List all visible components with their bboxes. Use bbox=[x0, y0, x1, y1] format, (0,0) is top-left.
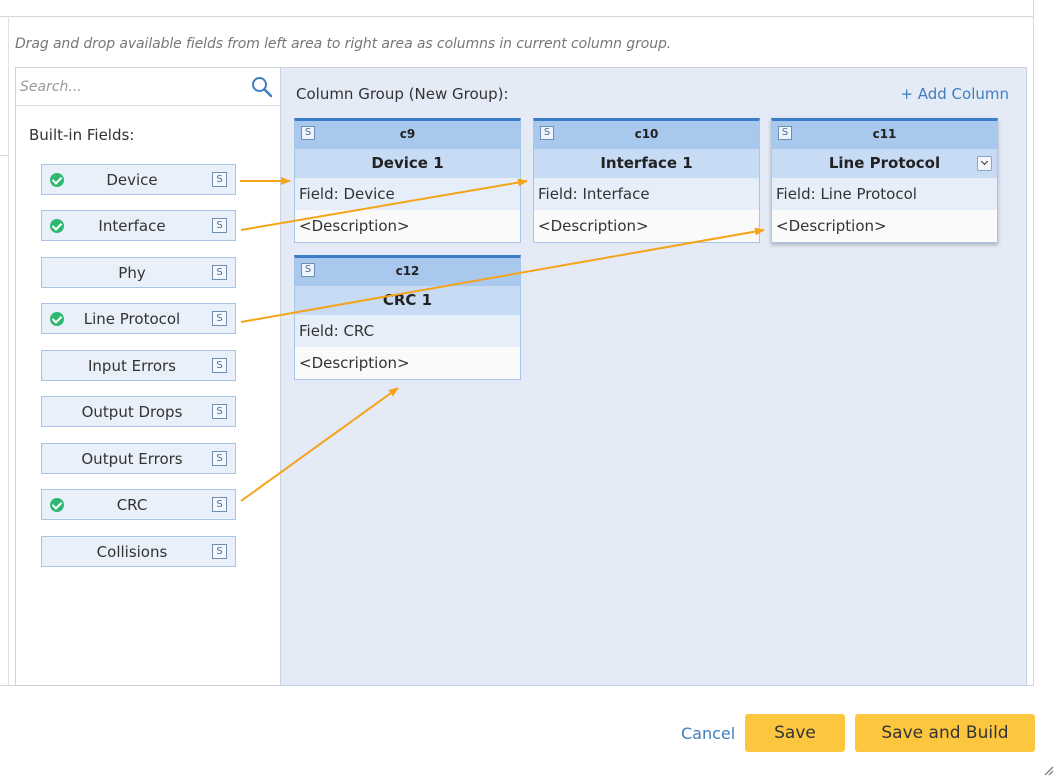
column-name[interactable]: Line Protocol bbox=[828, 154, 941, 172]
column-name-row: Interface 1 bbox=[534, 149, 759, 178]
string-type-icon: S bbox=[212, 172, 227, 187]
string-type-icon: S bbox=[212, 311, 227, 326]
column-description[interactable]: <Description> bbox=[299, 354, 410, 372]
search-box bbox=[16, 68, 280, 106]
string-type-icon: S bbox=[212, 358, 227, 373]
column-group-title: Column Group (New Group): bbox=[296, 85, 509, 103]
builtin-fields-title: Built-in Fields: bbox=[29, 126, 135, 144]
column-card-c9[interactable]: S c9 Device 1 Field: Device <Description… bbox=[294, 118, 521, 243]
string-type-icon: S bbox=[540, 126, 554, 140]
field-item-output-drops[interactable]: Output Drops S bbox=[41, 396, 236, 427]
field-label: Output Drops bbox=[81, 403, 183, 421]
frame-divider-left bbox=[8, 16, 9, 686]
field-label: Output Errors bbox=[81, 450, 183, 468]
column-description-row: <Description> bbox=[295, 347, 520, 379]
string-type-icon: S bbox=[212, 544, 227, 559]
column-field-row: Field: Device bbox=[295, 178, 520, 210]
column-header[interactable]: S c12 bbox=[295, 258, 520, 286]
frame-divider-stub bbox=[0, 155, 9, 156]
string-type-icon: S bbox=[212, 218, 227, 233]
string-type-icon: S bbox=[212, 265, 227, 280]
check-icon bbox=[50, 219, 64, 233]
field-label: CRC bbox=[116, 496, 148, 514]
column-description-row: <Description> bbox=[534, 210, 759, 242]
resize-grip-icon[interactable] bbox=[1042, 764, 1054, 776]
field-label: Collisions bbox=[96, 543, 168, 561]
field-item-output-errors[interactable]: Output Errors S bbox=[41, 443, 236, 474]
column-field-row: Field: Interface bbox=[534, 178, 759, 210]
column-field-row: Field: Line Protocol bbox=[772, 178, 997, 210]
field-label: Input Errors bbox=[88, 357, 176, 375]
column-header[interactable]: S c10 bbox=[534, 121, 759, 149]
check-icon bbox=[50, 173, 64, 187]
string-type-icon: S bbox=[778, 126, 792, 140]
check-icon bbox=[50, 498, 64, 512]
column-group-panel: Column Group (New Group): + Add Column S… bbox=[281, 67, 1027, 686]
field-item-interface[interactable]: Interface S bbox=[41, 210, 236, 241]
column-header[interactable]: S c9 bbox=[295, 121, 520, 149]
frame-divider-right bbox=[1033, 0, 1034, 686]
search-icon[interactable] bbox=[250, 75, 274, 99]
field-item-collisions[interactable]: Collisions S bbox=[41, 536, 236, 567]
frame-divider-top bbox=[0, 16, 1034, 17]
save-button[interactable]: Save bbox=[745, 714, 845, 752]
column-name[interactable]: CRC 1 bbox=[382, 291, 433, 309]
field-item-line-protocol[interactable]: Line Protocol S bbox=[41, 303, 236, 334]
column-name-row: Line Protocol bbox=[772, 149, 997, 178]
string-type-icon: S bbox=[212, 497, 227, 512]
column-card-c10[interactable]: S c10 Interface 1 Field: Interface <Desc… bbox=[533, 118, 760, 243]
column-field: Field: CRC bbox=[299, 322, 375, 340]
search-input[interactable] bbox=[20, 74, 240, 100]
column-description[interactable]: <Description> bbox=[538, 217, 649, 235]
add-column-link[interactable]: + Add Column bbox=[900, 85, 1009, 103]
field-item-phy[interactable]: Phy S bbox=[41, 257, 236, 288]
column-id: c9 bbox=[399, 127, 416, 141]
column-id: c11 bbox=[872, 127, 897, 141]
string-type-icon: S bbox=[301, 126, 315, 140]
column-id: c10 bbox=[634, 127, 659, 141]
field-label: Device bbox=[106, 171, 158, 189]
column-id: c12 bbox=[395, 264, 420, 278]
column-name[interactable]: Device 1 bbox=[371, 154, 444, 172]
column-description[interactable]: <Description> bbox=[299, 217, 410, 235]
field-item-device[interactable]: Device S bbox=[41, 164, 236, 195]
chevron-down-icon[interactable] bbox=[977, 156, 992, 171]
field-item-input-errors[interactable]: Input Errors S bbox=[41, 350, 236, 381]
string-type-icon: S bbox=[212, 451, 227, 466]
field-item-crc[interactable]: CRC S bbox=[41, 489, 236, 520]
column-field-row: Field: CRC bbox=[295, 315, 520, 347]
column-name[interactable]: Interface 1 bbox=[600, 154, 693, 172]
column-name-row: CRC 1 bbox=[295, 286, 520, 315]
check-icon bbox=[50, 312, 64, 326]
column-card-c12[interactable]: S c12 CRC 1 Field: CRC <Description> bbox=[294, 255, 521, 380]
column-description-row: <Description> bbox=[772, 210, 997, 242]
column-name-row: Device 1 bbox=[295, 149, 520, 178]
column-field: Field: Interface bbox=[538, 185, 650, 203]
column-field: Field: Line Protocol bbox=[776, 185, 917, 203]
column-card-c11[interactable]: S c11 Line Protocol Field: Line Protocol… bbox=[771, 118, 998, 243]
field-label: Interface bbox=[98, 217, 166, 235]
field-label: Line Protocol bbox=[83, 310, 181, 328]
save-and-build-button[interactable]: Save and Build bbox=[855, 714, 1035, 752]
available-fields-panel: Built-in Fields: Device S Interface S Ph… bbox=[15, 67, 281, 686]
column-header[interactable]: S c11 bbox=[772, 121, 997, 149]
column-description[interactable]: <Description> bbox=[776, 217, 887, 235]
cancel-link[interactable]: Cancel bbox=[681, 724, 736, 743]
string-type-icon: S bbox=[212, 404, 227, 419]
column-field: Field: Device bbox=[299, 185, 395, 203]
instruction-text: Drag and drop available fields from left… bbox=[15, 36, 672, 52]
field-label: Phy bbox=[118, 264, 146, 282]
column-description-row: <Description> bbox=[295, 210, 520, 242]
